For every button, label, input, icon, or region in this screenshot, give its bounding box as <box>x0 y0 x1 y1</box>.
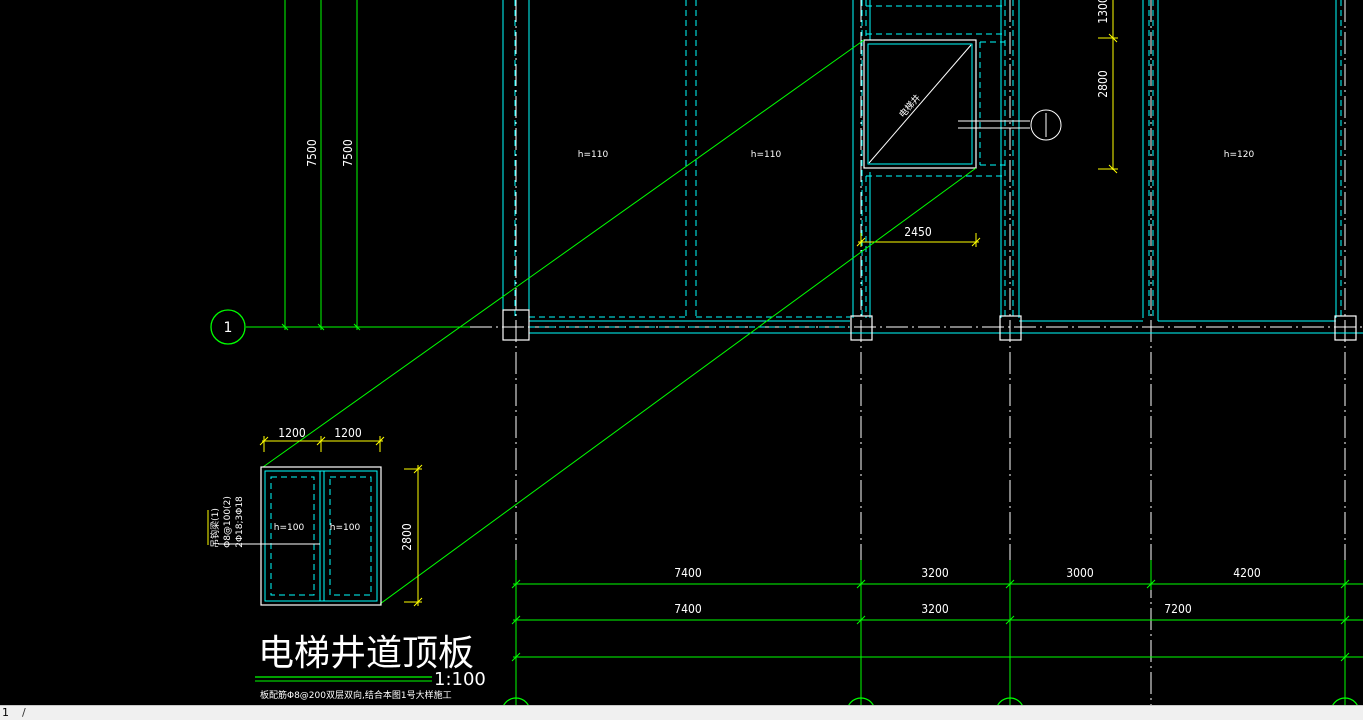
bottom-axis-bubbles <box>503 697 1358 705</box>
bottom-dim-r2-2: 3200 <box>921 602 949 616</box>
bottom-dim-r1-2: 3200 <box>921 566 949 580</box>
beam-outlines <box>502 0 1363 334</box>
layout-tab-bar: 1 / <box>0 705 1363 720</box>
detail-top-dim-2: 1200 <box>334 426 362 440</box>
bottom-dim-r1-4: 4200 <box>1233 566 1261 580</box>
bottom-dim-r1-1: 7400 <box>674 566 702 580</box>
beam-label-line-3: 2Φ18;3Φ18 <box>235 496 245 548</box>
vertical-dim-7500-a: 7500 <box>305 139 319 167</box>
elevator-shaft-plan: 电梯井 <box>863 39 977 169</box>
axis-bubble-label: 1 <box>224 320 233 336</box>
detail-slab-label-1: h=100 <box>274 523 305 533</box>
detail-shaft-roof <box>207 436 423 607</box>
bottom-dim-r1-3: 3000 <box>1066 566 1094 580</box>
detail-slab-label-2: h=100 <box>330 523 361 533</box>
bottom-dimension-lines <box>511 560 1363 705</box>
detail-title: 电梯井道顶板 <box>258 633 474 674</box>
right-dim-2800: 2800 <box>1096 70 1110 98</box>
opening-dimension <box>856 233 981 247</box>
bottom-dim-r2-3: 7200 <box>1164 602 1192 616</box>
beam-label-line-1: 吊钩梁(1) <box>209 508 221 548</box>
right-dim-1300: 1300 <box>1096 0 1110 24</box>
axis-bubble-1: 1 <box>210 309 246 345</box>
slab-label-1: h=110 <box>578 150 609 160</box>
opening-dim-2450: 2450 <box>904 225 932 239</box>
vertical-dim-7500-b: 7500 <box>341 139 355 167</box>
detail-note: 板配筋Φ8@200双层双向,结合本图1号大样施工 <box>260 689 452 701</box>
cad-drawing-canvas[interactable]: 1 7500 7500 <box>0 0 1363 705</box>
columns <box>502 309 1357 341</box>
detail-leader-lines <box>262 39 977 605</box>
slab-label-2: h=110 <box>751 150 782 160</box>
beam-label-line-2: Φ8@100(2) <box>223 496 233 548</box>
dimension-extension-lines <box>246 0 470 331</box>
detail-side-dim: 2800 <box>400 523 414 551</box>
detail-scale: 1:100 <box>434 669 486 690</box>
detail-top-dim-1: 1200 <box>278 426 306 440</box>
slab-label-3: h=120 <box>1224 150 1255 160</box>
hidden-beam-lines <box>514 0 1342 328</box>
right-vertical-dimension <box>1098 0 1118 174</box>
layout-tab-separator: / <box>22 706 26 719</box>
section-marker <box>958 109 1062 141</box>
bottom-dim-r2-1: 7400 <box>674 602 702 616</box>
layout-tab-1[interactable]: 1 <box>2 706 9 719</box>
